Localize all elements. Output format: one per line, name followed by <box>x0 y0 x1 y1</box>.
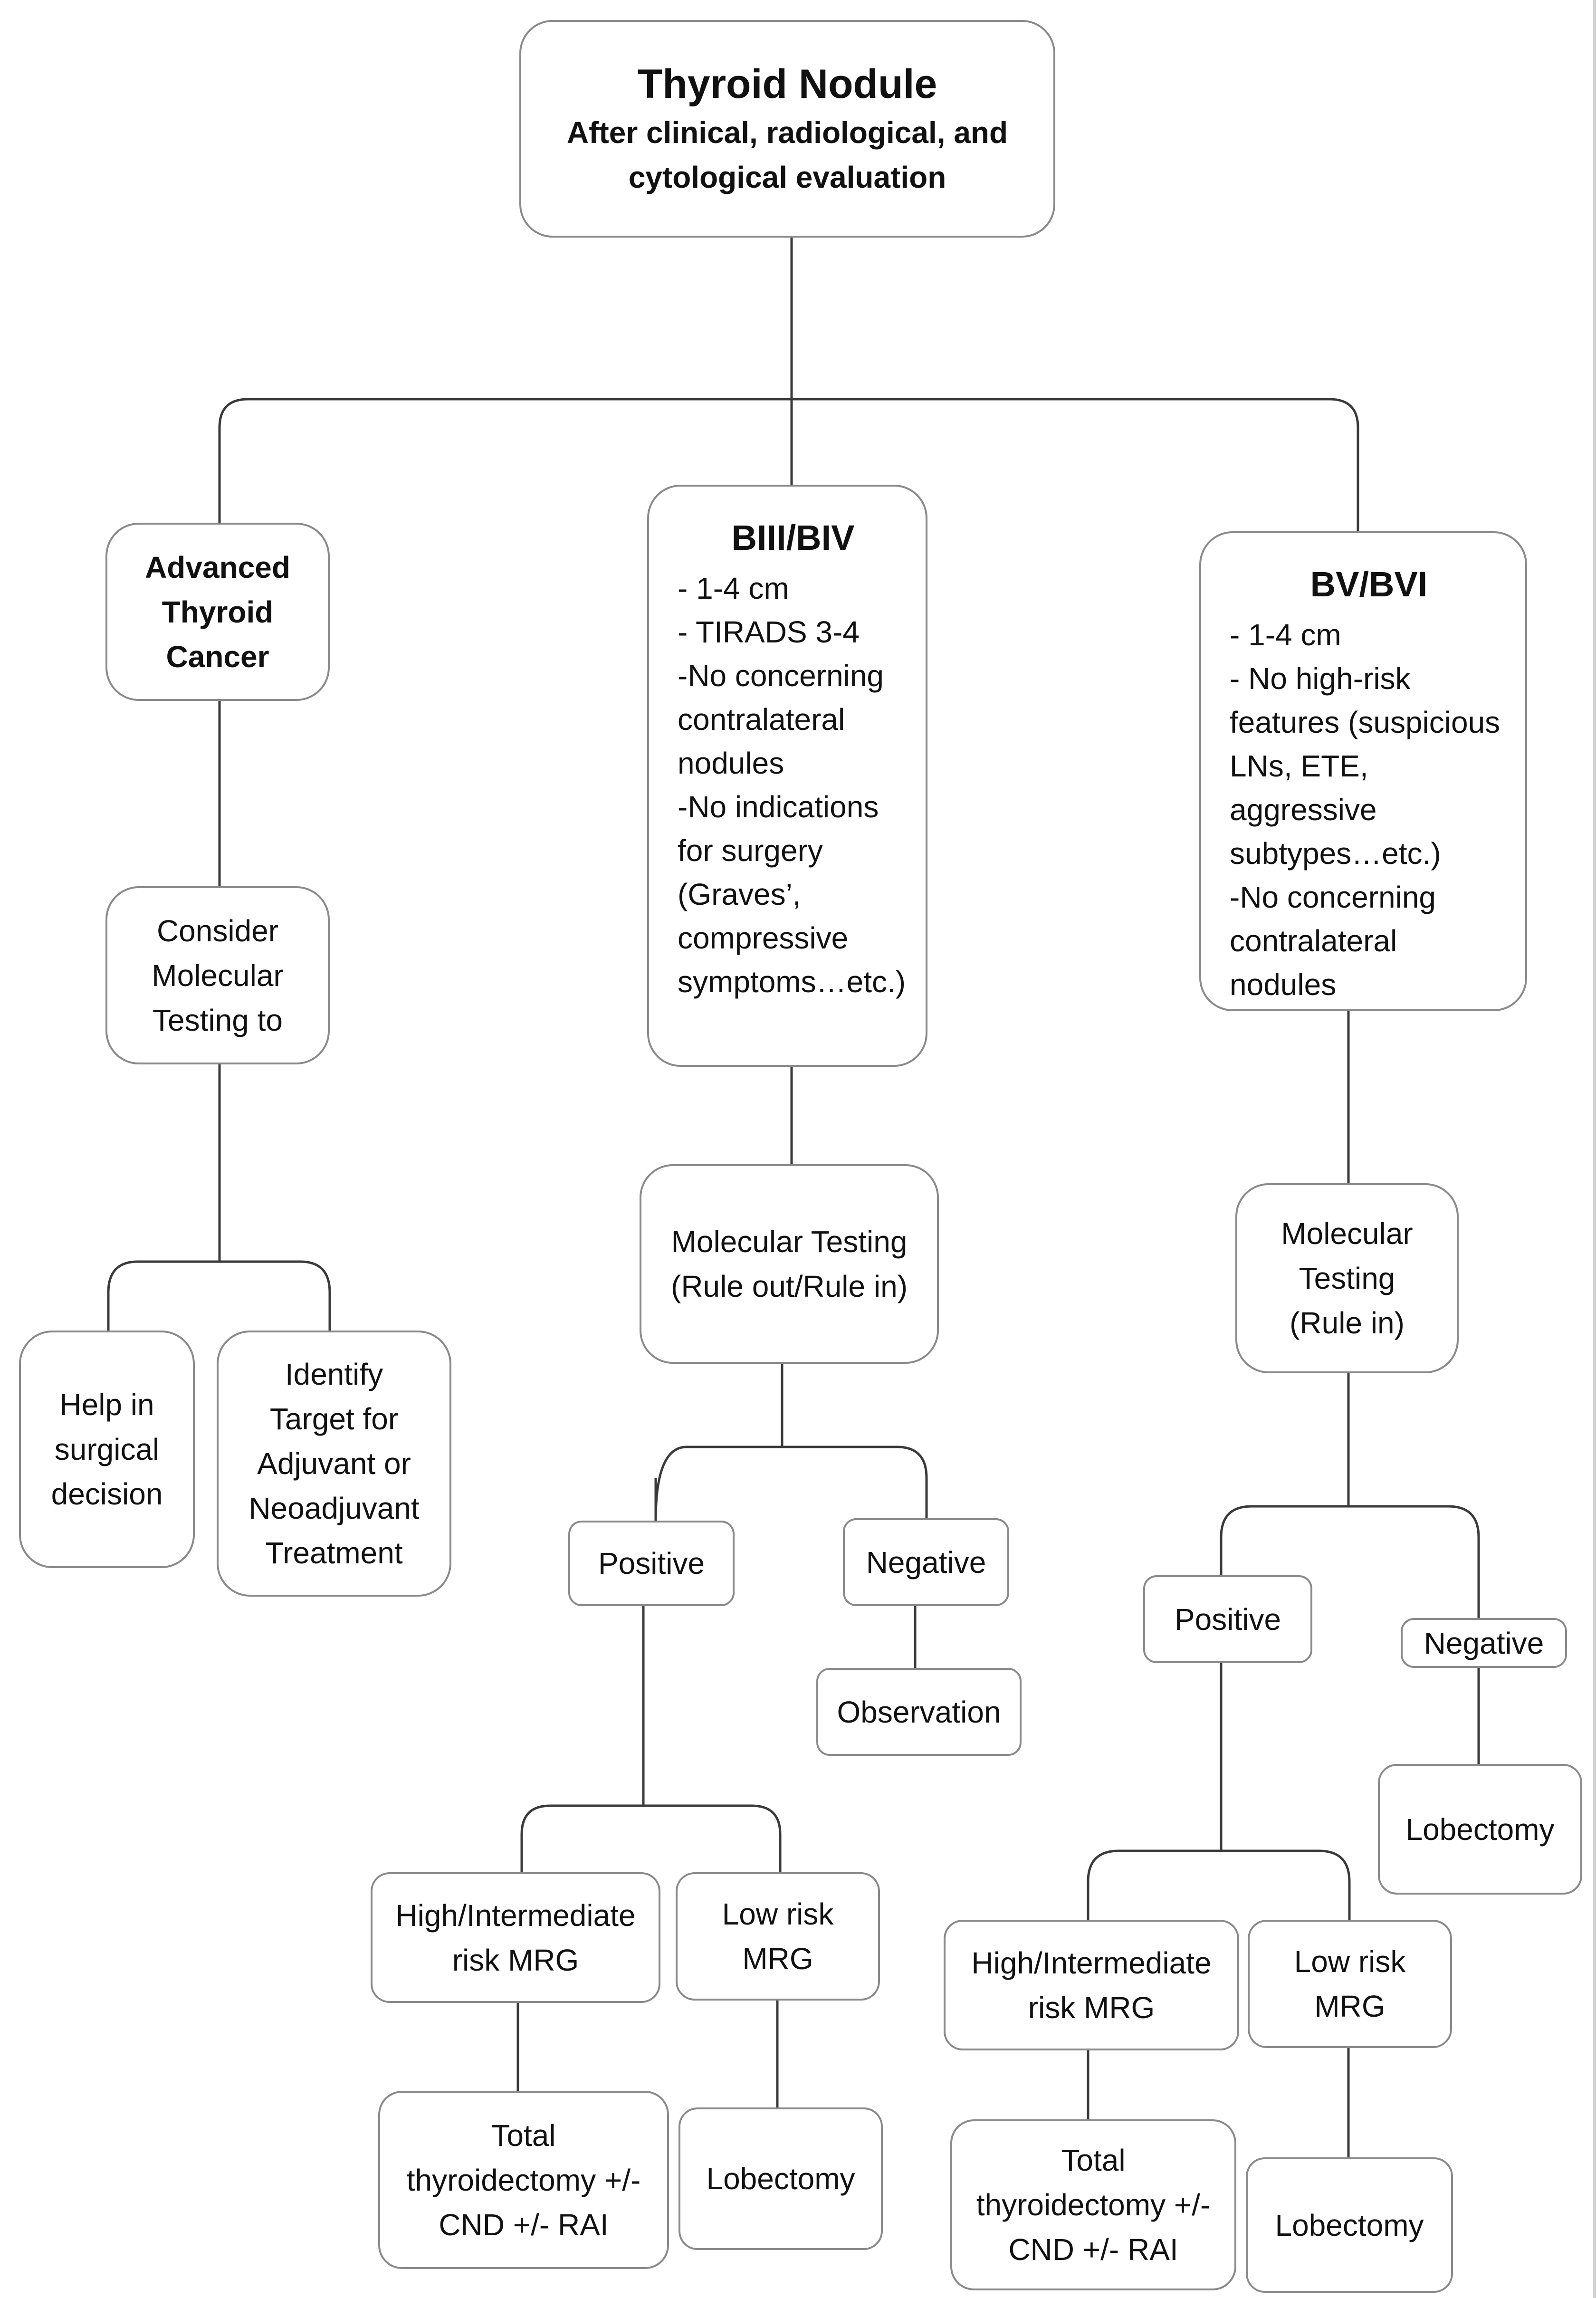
help-line1: Help in <box>59 1388 154 1422</box>
right-total-line2: thyroidectomy +/- <box>976 2188 1211 2222</box>
root-title: Thyroid Nodule <box>637 61 937 107</box>
right-high-line2: risk MRG <box>1028 1990 1155 2025</box>
identify-line2: Target for <box>269 1402 399 1436</box>
bv-criterion: subtypes…etc.) <box>1230 836 1441 871</box>
biii-criterion: -No concerning <box>678 659 884 693</box>
identify-line5: Treatment <box>265 1536 403 1570</box>
negative-box-right: Negative <box>1401 1618 1567 1668</box>
identify-line1: Identify <box>285 1357 383 1391</box>
positive-box-right: Positive <box>1143 1575 1312 1663</box>
right-total-line1: Total <box>1061 2143 1126 2177</box>
biii-criterion: compressive <box>678 921 849 955</box>
low-risk-box-middle: Low risk MRG <box>676 1872 880 2001</box>
low-risk-box-right: Low risk MRG <box>1248 1920 1452 2048</box>
consider-line2: Molecular <box>152 958 284 993</box>
bv-criterion: -No concerning <box>1230 880 1436 914</box>
mid-high-line2: risk MRG <box>452 1943 579 1977</box>
mid-total-line2: thyroidectomy +/- <box>406 2163 641 2197</box>
root-subtitle-line2: cytological evaluation <box>628 160 946 194</box>
molecular-testing-rule-out-in-box: Molecular Testing (Rule out/Rule in) <box>640 1164 939 1364</box>
biii-criterion: - 1-4 cm <box>678 571 789 605</box>
root-subtitle-line1: After clinical, radiological, and <box>566 115 1008 150</box>
bv-criterion: features (suspicious <box>1230 705 1500 739</box>
connector-left-bar <box>107 1260 331 1331</box>
lobectomy-box-middle: Lobectomy <box>679 2107 883 2250</box>
negative-box-middle: Negative <box>843 1518 1009 1606</box>
consider-line3: Testing to <box>153 1003 283 1037</box>
high-intermediate-risk-box-middle: High/Intermediate risk MRG <box>371 1872 660 2003</box>
right-high-line1: High/Intermediate <box>971 1945 1212 1980</box>
connector-risk-bar-mid <box>520 1804 782 1872</box>
advanced-line2: Thyroid <box>162 594 274 629</box>
mid-low-line2: MRG <box>742 1942 813 1976</box>
biii-criterion: nodules <box>678 746 784 780</box>
right-testing-line3: (Rule in) <box>1290 1306 1405 1340</box>
mid-testing-line1: Molecular Testing <box>671 1225 908 1259</box>
advanced-line3: Cancer <box>166 639 269 674</box>
connector-risk-bar-right <box>1087 1849 1351 1920</box>
positive-label-right: Positive <box>1174 1602 1281 1637</box>
right-low-line1: Low risk <box>1294 1944 1406 1979</box>
positive-label-middle: Positive <box>598 1546 705 1580</box>
biii-biv-box: BIII/BIV - 1-4 cm - TIRADS 3-4 -No conce… <box>647 485 927 1067</box>
biii-biv-title: BIII/BIV <box>731 518 855 557</box>
connector-middle-split <box>654 1446 928 1521</box>
mid-lobectomy-label: Lobectomy <box>706 2162 855 2196</box>
bv-bvi-criteria-list: - 1-4 cm - No high-risk features (suspic… <box>1230 613 1508 1006</box>
help-line2: surgical <box>54 1432 160 1466</box>
molecular-testing-rule-in-box: Molecular Testing (Rule in) <box>1235 1183 1459 1373</box>
mid-high-line1: High/Intermediate <box>395 1898 636 1933</box>
consider-molecular-testing-box: Consider Molecular Testing to <box>105 886 330 1064</box>
connector-top-bar <box>218 398 1359 531</box>
mid-total-line3: CND +/- RAI <box>439 2207 609 2242</box>
lobectomy-box-negative-right: Lobectomy <box>1378 1764 1582 1895</box>
mid-total-line1: Total <box>491 2118 556 2153</box>
page-edge-rule <box>1593 0 1596 2298</box>
thyroid-nodule-box: Thyroid Nodule After clinical, radiologi… <box>519 20 1055 238</box>
connectors-group <box>107 238 1480 2157</box>
right-testing-line2: Testing <box>1299 1261 1395 1295</box>
identify-target-box: Identify Target for Adjuvant or Neoadjuv… <box>217 1331 451 1597</box>
mid-testing-line2: (Rule out/Rule in) <box>671 1269 908 1303</box>
biii-criterion: symptoms…etc.) <box>678 965 906 999</box>
bv-criterion: - 1-4 cm <box>1230 618 1341 652</box>
bv-criterion: - No high-risk <box>1230 661 1411 696</box>
right-lobectomy-label: Lobectomy <box>1275 2208 1424 2242</box>
identify-line3: Adjuvant or <box>257 1446 411 1481</box>
bv-criterion: nodules <box>1230 967 1337 1002</box>
high-intermediate-risk-box-right: High/Intermediate risk MRG <box>944 1920 1239 2050</box>
consider-line1: Consider <box>156 913 279 948</box>
biii-criterion: - TIRADS 3-4 <box>678 615 860 649</box>
biii-criterion: (Graves’, <box>678 877 801 911</box>
mid-low-line1: Low risk <box>722 1897 834 1931</box>
positive-box-middle: Positive <box>568 1521 735 1606</box>
connector-right-bar <box>1220 1505 1480 1618</box>
bv-criterion: LNs, ETE, aggressive <box>1230 749 1377 827</box>
advanced-thyroid-cancer-box: Advanced Thyroid Cancer <box>105 523 330 701</box>
biii-biv-criteria-list: - 1-4 cm - TIRADS 3-4 -No concerning con… <box>678 566 906 1004</box>
biii-criterion: -No indications <box>678 790 879 824</box>
right-negative-lobectomy-label: Lobectomy <box>1405 1812 1555 1847</box>
bv-bvi-title: BV/BVI <box>1310 565 1428 604</box>
lobectomy-box-right: Lobectomy <box>1246 2157 1453 2293</box>
right-testing-line1: Molecular <box>1281 1216 1413 1251</box>
biii-criterion: contralateral <box>678 702 845 737</box>
observation-label: Observation <box>837 1695 1001 1729</box>
total-thyroidectomy-box-right: Total thyroidectomy +/- CND +/- RAI <box>950 2119 1236 2290</box>
negative-label-middle: Negative <box>866 1545 986 1580</box>
right-total-line3: CND +/- RAI <box>1008 2232 1178 2267</box>
help-surgical-decision-box: Help in surgical decision <box>19 1331 195 1568</box>
observation-box: Observation <box>816 1668 1022 1756</box>
identify-line4: Neoadjuvant <box>248 1491 420 1525</box>
total-thyroidectomy-box-middle: Total thyroidectomy +/- CND +/- RAI <box>378 2091 669 2269</box>
right-low-line2: MRG <box>1314 1989 1386 2023</box>
advanced-line1: Advanced <box>145 550 290 584</box>
bv-bvi-box: BV/BVI - 1-4 cm - No high-risk features … <box>1199 531 1527 1011</box>
negative-label-right: Negative <box>1424 1626 1544 1660</box>
biii-criterion: for surgery <box>678 833 823 868</box>
bv-criterion: contralateral <box>1230 924 1397 958</box>
help-line3: decision <box>51 1477 163 1511</box>
